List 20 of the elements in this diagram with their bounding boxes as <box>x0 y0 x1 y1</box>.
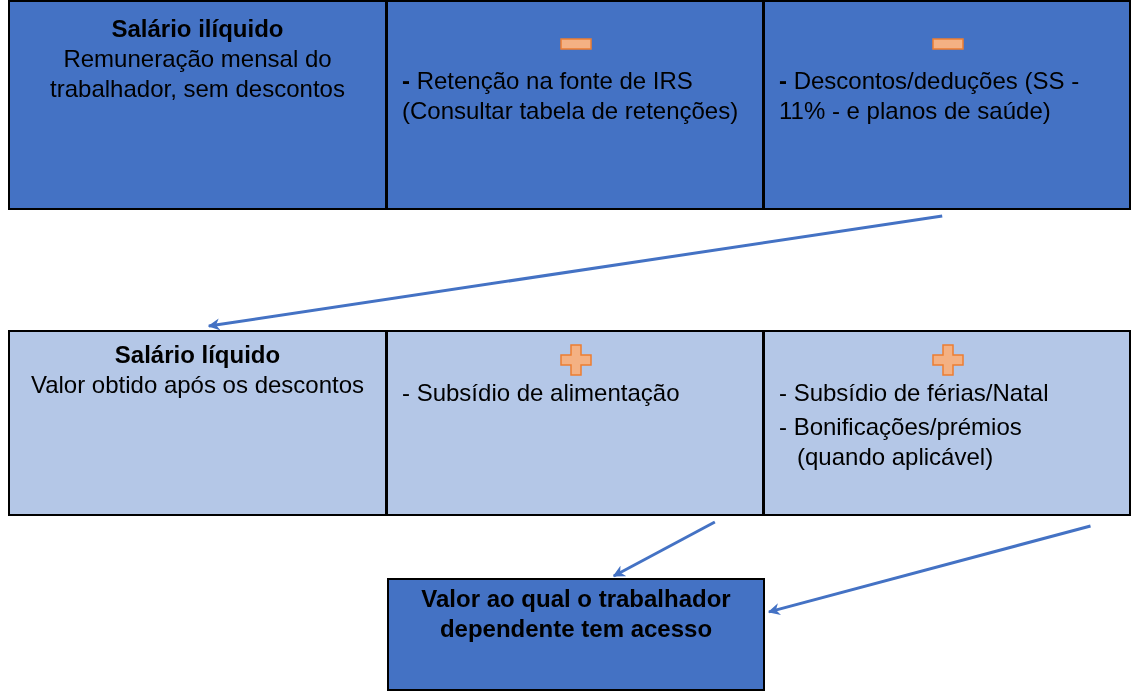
cell-description: Valor obtido após os descontos <box>29 370 366 400</box>
cell-heading: Salário ilíquido <box>110 14 285 44</box>
cell-description: Remuneração mensal do trabalhador, sem descontos <box>49 44 346 104</box>
table-cell <box>763 0 1131 210</box>
arrow <box>767 524 1091 615</box>
list-item: - Bonificações/prémios (quando aplicável) <box>779 412 1023 472</box>
table-cell <box>386 0 764 210</box>
arrow <box>207 214 943 331</box>
cell-heading: Salário líquido <box>113 340 282 370</box>
table-cell <box>8 0 387 210</box>
result-box <box>387 578 765 691</box>
list-item: - Subsídio de férias/Natal <box>779 378 1050 408</box>
cell-text: - Retenção na fonte de IRS (Consultar tabela de retenções) <box>402 66 740 126</box>
result-text: Valor ao qual o trabalhador dependente tem acesso <box>420 584 732 644</box>
table-cell <box>386 330 764 516</box>
cell-text: - Descontos/deduções (SS - 11% - e planos de saúde) <box>779 66 1081 126</box>
arrow <box>612 520 716 578</box>
table-cell <box>8 330 387 516</box>
table-cell <box>763 330 1131 516</box>
cell-text: - Subsídio de alimentação <box>402 378 681 408</box>
